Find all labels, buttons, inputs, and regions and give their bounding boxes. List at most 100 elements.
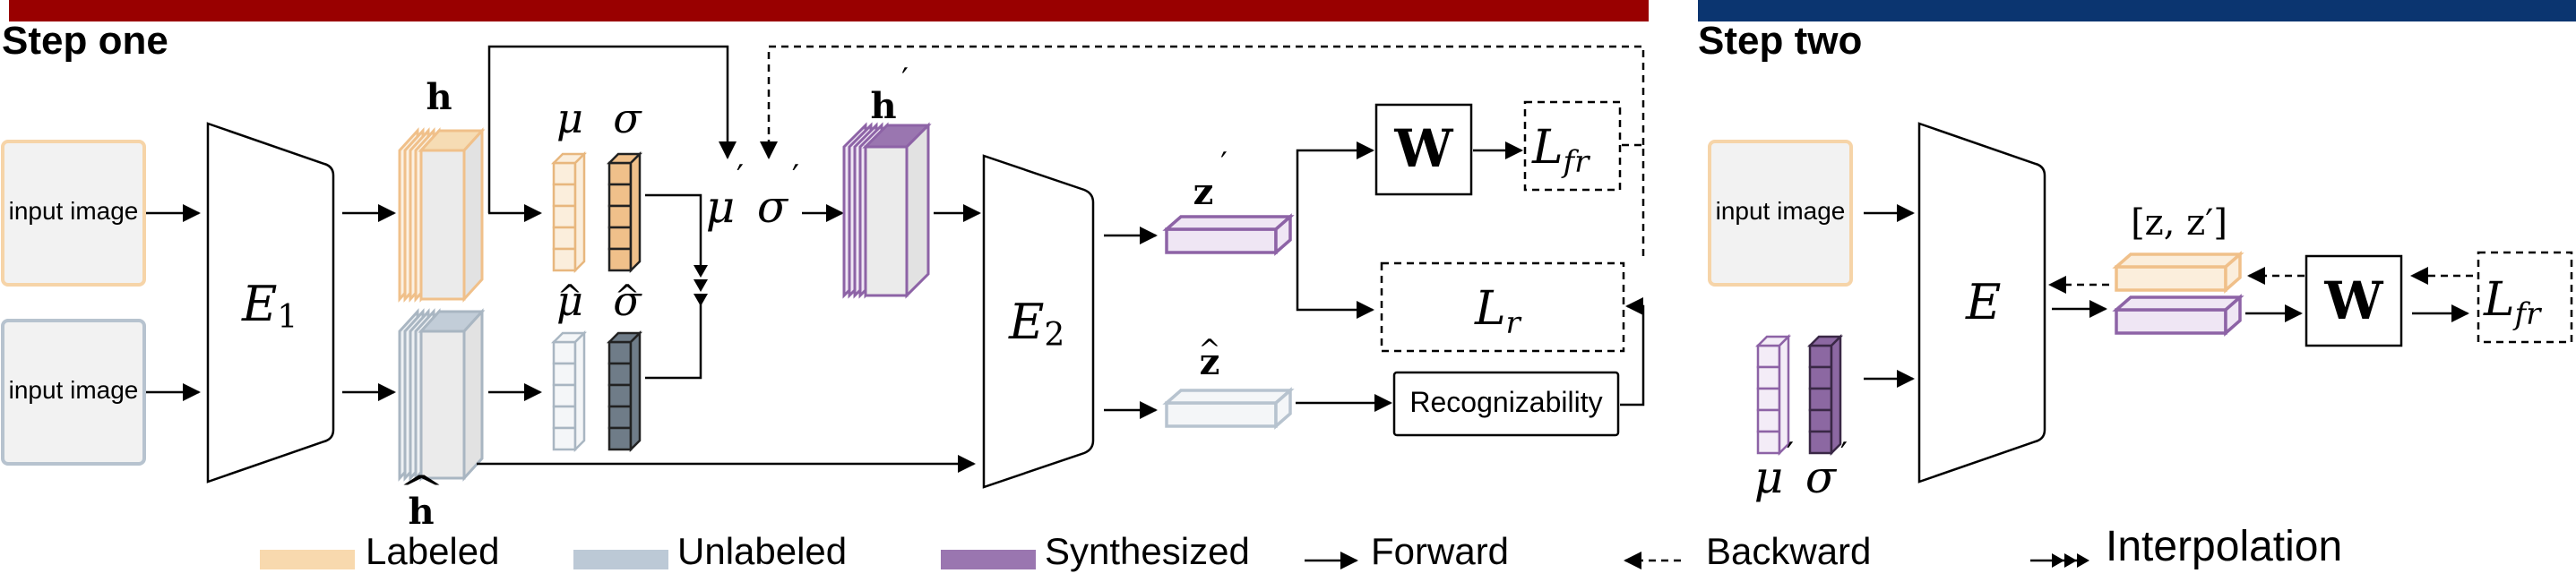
h-prime-label: h ′ <box>870 62 908 127</box>
w-label: W <box>1393 118 1453 179</box>
step-two-bar <box>1698 0 2576 21</box>
sigma-hat-label: ^ σ <box>613 277 642 325</box>
mu-vector <box>550 150 588 274</box>
step-two-input-image: input image <box>1708 140 1853 287</box>
h-hat-label: ^ h <box>398 468 446 533</box>
svg-text:σ: σ <box>613 277 642 325</box>
classifier-w: W <box>1374 103 1473 196</box>
unlabeled-input-image: input image <box>1 319 146 466</box>
step-two-mu-prime-label: μ ′ <box>1754 437 1794 503</box>
legend: Labeled Unlabeled Synthesized Forward Ba… <box>260 523 2342 572</box>
svg-text:′: ′ <box>737 159 744 196</box>
svg-text:μ: μ <box>706 181 736 233</box>
legend-forward: Forward <box>1305 530 1509 572</box>
step-two-input-label: input image <box>1716 197 1846 225</box>
z-hat-label: ^ z <box>1198 334 1220 383</box>
svg-text:Unlabeled: Unlabeled <box>677 530 847 572</box>
encoder-e: E <box>1917 122 2046 484</box>
e2-subscript: 2 <box>1044 317 1064 354</box>
code-pair-label: [z, z′] <box>2131 202 2227 244</box>
interp-from-sigma <box>645 193 702 269</box>
svg-text:^: ^ <box>615 278 641 314</box>
sigma-prime-vector <box>1806 333 1844 457</box>
feature-stack-h <box>398 127 486 303</box>
e1-symbol: E <box>241 276 277 332</box>
h-hat-letter: h <box>408 491 434 533</box>
feature-stack-h-hat <box>398 308 486 482</box>
svg-text:′: ′ <box>901 62 909 98</box>
step-two-title: Step two <box>1698 19 1862 63</box>
svg-text:Labeled: Labeled <box>366 530 499 572</box>
svg-text:Synthesized: Synthesized <box>1045 530 1250 572</box>
svg-text:Backward: Backward <box>1706 530 1871 572</box>
svg-text:^: ^ <box>1198 334 1220 365</box>
labeled-code-bar <box>2112 251 2244 294</box>
sigma-hat-vector <box>606 330 643 453</box>
svg-text:E2: E2 <box>1008 294 1064 354</box>
svg-text:σ: σ <box>1805 451 1838 503</box>
encoder-e2: E2 <box>982 154 1095 489</box>
svg-text:′: ′ <box>1787 437 1794 474</box>
svg-text:Lfr: Lfr <box>2483 273 2542 332</box>
svg-text:Interpolation: Interpolation <box>2106 523 2342 570</box>
sigma-vector <box>606 150 643 274</box>
mu-hat-label: ^ μ <box>556 277 583 325</box>
mu-hat-vector <box>550 330 588 453</box>
e1-subscript: 1 <box>277 299 297 336</box>
svg-text:′: ′ <box>1220 146 1228 182</box>
svg-text:Lfr: Lfr <box>1531 121 1590 180</box>
svg-text:z: z <box>1193 171 1214 213</box>
loss-l-fr-2: Lfr <box>2477 251 2573 344</box>
loss-l-fr: Lfr <box>1523 100 1622 192</box>
svg-text:μ: μ <box>556 277 583 325</box>
step-one-title: Step one <box>2 19 168 63</box>
svg-text:′: ′ <box>1840 437 1848 474</box>
e2-symbol: E <box>1008 294 1044 350</box>
svg-text:μ: μ <box>1754 451 1784 503</box>
backward-path-to-sigma-prime <box>760 45 1645 159</box>
svg-text:σ: σ <box>757 181 789 233</box>
labeled-input-image: input image <box>1 140 146 287</box>
mu-prime-label: μ ′ <box>706 159 744 233</box>
labeled-input-label: input image <box>9 197 139 225</box>
legend-backward: Backward <box>1624 530 1871 572</box>
h-hat-caret: ^ <box>398 468 446 510</box>
e-symbol: E <box>1965 274 2001 330</box>
legend-synthesized: Synthesized <box>941 530 1250 572</box>
arrow-zprime-w <box>1296 141 1374 235</box>
recognizability-box: Recognizability <box>1392 371 1620 437</box>
arrow-h-to-mu-prime <box>487 45 737 213</box>
svg-text:^: ^ <box>557 278 583 314</box>
w2-label: W <box>2323 270 2383 331</box>
legend-labeled: Labeled <box>260 530 499 572</box>
arrow-recognizability-lr <box>1620 297 1645 407</box>
h-label: h <box>426 76 452 118</box>
svg-text:′: ′ <box>792 159 799 196</box>
classifier-w2: W <box>2305 254 2403 347</box>
interp-from-sigma-hat <box>645 295 702 380</box>
mu-prime-vector <box>1754 333 1792 457</box>
svg-text:z: z <box>1200 341 1220 383</box>
z-hat-code <box>1162 387 1295 430</box>
recognizability-label: Recognizability <box>1409 386 1602 418</box>
legend-interpolation: Interpolation <box>2030 523 2342 570</box>
legend-unlabeled: Unlabeled <box>573 530 847 572</box>
z-prime-label: z ′ <box>1193 146 1228 213</box>
sigma-label: σ <box>613 94 642 142</box>
loss-l-r: Lr <box>1380 261 1625 353</box>
sigma-prime-label: σ ′ <box>757 159 799 233</box>
svg-text:E1: E1 <box>241 276 297 336</box>
svg-text:Forward: Forward <box>1371 530 1509 572</box>
mu-label: μ <box>556 94 583 142</box>
unlabeled-input-label: input image <box>9 376 139 404</box>
backward-path-lfr-lr <box>1622 143 1645 261</box>
feature-stack-h-prime <box>842 122 932 299</box>
svg-text:h: h <box>870 85 896 127</box>
z-prime-code <box>1162 213 1295 256</box>
interpolation-arrowheads <box>694 265 708 306</box>
svg-text:Lr: Lr <box>1474 282 1522 341</box>
step-two-sigma-prime-label: σ ′ <box>1805 437 1848 503</box>
encoder-e1: E1 <box>206 122 335 484</box>
synthesized-code-bar <box>2112 294 2244 337</box>
